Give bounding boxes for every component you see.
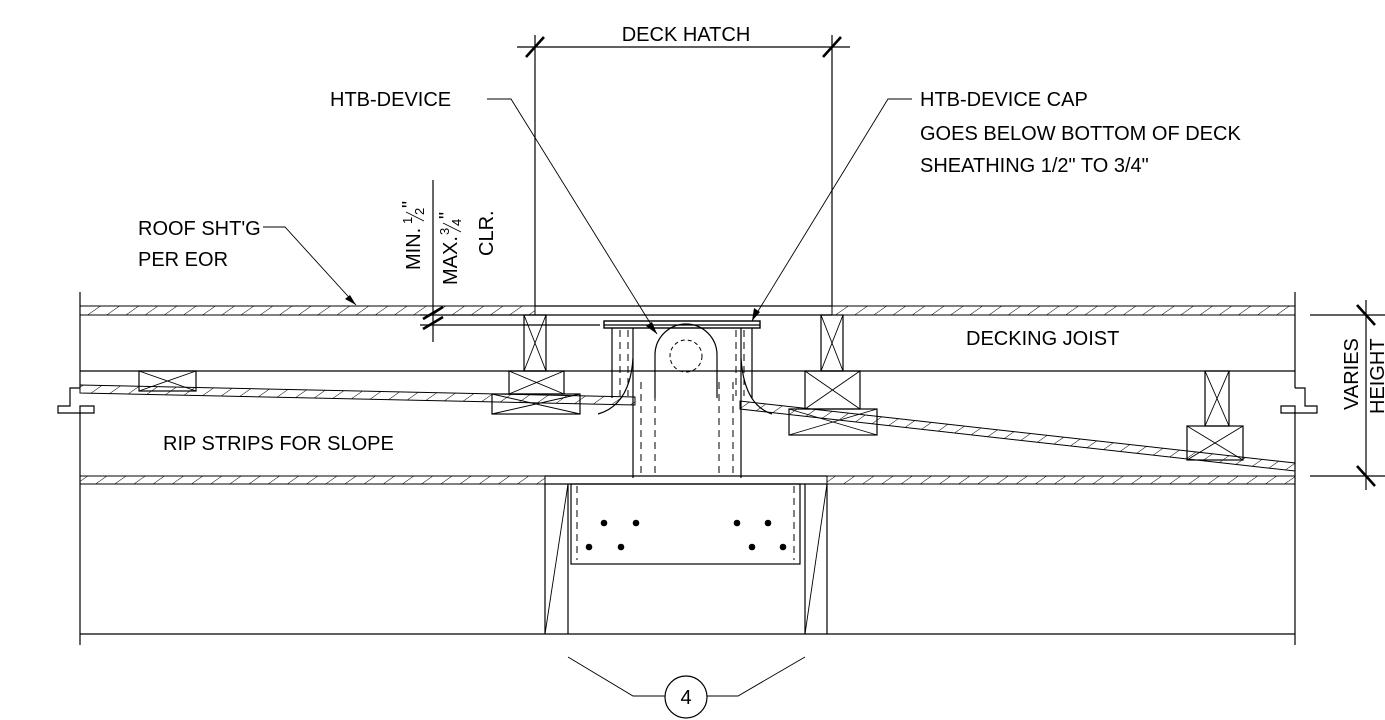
htb-cap-label-line1: HTB-DEVICE CAP: [920, 89, 1088, 111]
svg-text:": ": [399, 201, 421, 208]
beam-below: [544, 483, 828, 635]
clearance-dimension: [420, 180, 600, 342]
deck-frame-lines: [57, 292, 1318, 645]
htb-device: [597, 320, 773, 478]
clearance-min-label: MIN. 1 2 ": [399, 201, 427, 270]
lower-sheathing: [79, 475, 1296, 485]
decking-joist-label: DECKING JOIST: [966, 328, 1119, 350]
roof-sheathing-label-line2: PER EOR: [138, 249, 228, 271]
deck-hatch-label: DECK HATCH: [622, 24, 751, 46]
blocking-members: [138, 314, 1244, 461]
deck-hatch-dimension: DECK HATCH: [517, 24, 850, 306]
svg-text:MAX.: MAX.: [440, 236, 462, 285]
varies-label: VARIES: [1341, 338, 1363, 410]
clearance-max-label: MAX. 3 4 ": [436, 212, 464, 285]
rip-strips-label: RIP STRIPS FOR SLOPE: [163, 433, 394, 455]
roof-sheathing: [79, 305, 1296, 316]
svg-text:2: 2: [412, 208, 427, 215]
svg-text:": ": [436, 212, 458, 219]
clearance-clr-label: CLR.: [476, 210, 498, 256]
svg-text:MIN.: MIN.: [403, 228, 425, 270]
callout-number: 4: [680, 687, 691, 709]
height-label: HEIGHT: [1367, 338, 1385, 414]
svg-text:3: 3: [437, 228, 452, 235]
callout-bubble-4: 4: [664, 675, 708, 719]
leader-lines: [263, 98, 912, 697]
htb-device-label: HTB-DEVICE: [330, 89, 451, 111]
rip-strips: [79, 384, 1296, 472]
htb-cap-label-line3: SHEATHING 1/2" TO 3/4": [920, 155, 1149, 177]
roof-sheathing-label-line1: ROOF SHT'G: [138, 218, 261, 240]
varies-height-dimension: VARIES HEIGHT: [1310, 300, 1385, 490]
svg-text:1: 1: [400, 217, 415, 224]
htb-cap-label-line2: GOES BELOW BOTTOM OF DECK: [920, 123, 1241, 145]
svg-text:4: 4: [449, 219, 464, 226]
